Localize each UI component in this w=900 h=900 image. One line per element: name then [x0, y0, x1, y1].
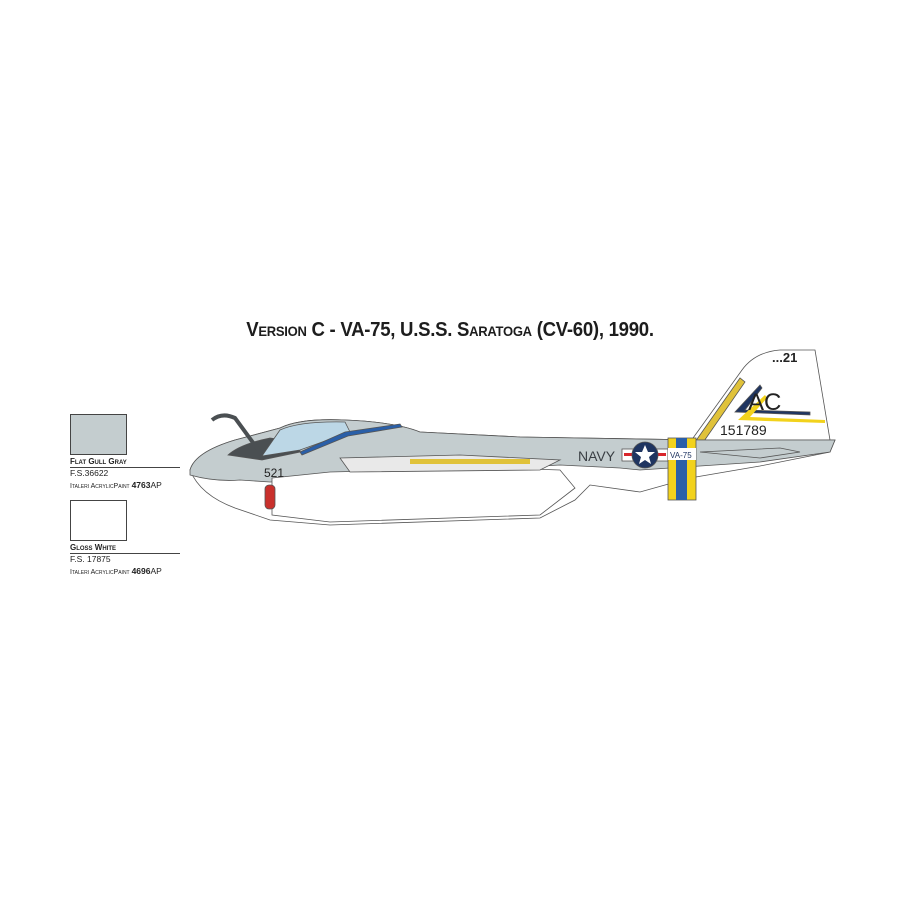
- squadron-band-blue: [676, 438, 687, 500]
- tail-chevron-yellow: [738, 395, 825, 423]
- stabilizer: [699, 447, 801, 459]
- roundel-star: [635, 445, 655, 464]
- bureau-number: 151789: [720, 422, 767, 438]
- tail-code: AC: [748, 389, 781, 416]
- swatch-paint: Italeri AcrylicPaint 4696AP: [70, 566, 162, 576]
- swatch-name: Flat Gull Gray: [70, 457, 180, 468]
- nose-modex: 521: [264, 466, 284, 480]
- paint-code: 4696: [131, 566, 151, 576]
- engine-nacelle: [271, 467, 576, 523]
- canopy-blue-stripe: [299, 423, 403, 456]
- yellow-band: [410, 459, 530, 464]
- tail-chevron-blue: [734, 384, 811, 416]
- swatch-gloss-white: [70, 500, 127, 541]
- swatch-flat-gull-gray: [70, 414, 127, 455]
- paint-brand: Italeri AcrylicPaint: [70, 483, 130, 490]
- paint-brand: Italeri AcrylicPaint: [70, 569, 130, 576]
- refuel-probe: [210, 413, 264, 457]
- swatch-name: Gloss White: [70, 543, 180, 554]
- canopy: [261, 421, 351, 457]
- intake-red: [264, 484, 276, 510]
- swatch-fs-code: F.S.36622: [70, 468, 109, 478]
- swatch-paint: Italeri AcrylicPaint 4763AP: [70, 480, 162, 490]
- navy-lettering: NAVY: [578, 448, 616, 464]
- squadron-lettering: VA-75: [670, 451, 692, 460]
- squadron-label-box: [668, 448, 696, 460]
- swatch-fs-code: F.S. 17875: [70, 554, 111, 564]
- paint-code: 4763: [131, 480, 151, 490]
- paint-suffix: AP: [150, 566, 162, 576]
- version-title: Version C - VA-75, U.S.S. Saratoga (CV-6…: [246, 319, 654, 341]
- paint-suffix: AP: [150, 480, 162, 490]
- tail-modex: ...21: [772, 350, 797, 365]
